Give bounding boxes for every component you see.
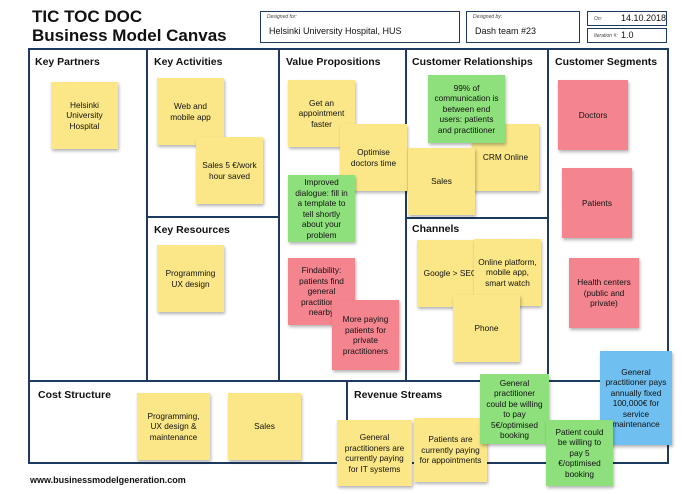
sticky-note[interactable]: More paying patients for private practit…	[332, 300, 399, 370]
divider	[406, 217, 548, 219]
iteration-value: 1.0	[621, 30, 634, 40]
sticky-note[interactable]: Sales	[228, 393, 301, 460]
section-key-activities: Key Activities	[154, 56, 223, 68]
sticky-note[interactable]: Doctors	[558, 80, 628, 150]
sticky-note[interactable]: Improved dialogue: fill in a template to…	[288, 175, 355, 242]
section-revenue-streams: Revenue Streams	[354, 389, 443, 401]
sticky-note[interactable]: Patient could be willing to pay 5 €/opti…	[546, 420, 613, 486]
divider	[278, 49, 280, 381]
iteration-box[interactable]: Iteration #: 1.0	[587, 28, 667, 43]
designed-for-box[interactable]: Designed for: Helsinki University Hospit…	[260, 11, 460, 43]
sticky-note[interactable]: Patients	[562, 168, 632, 238]
sticky-note[interactable]: Web and mobile app	[157, 78, 224, 145]
sticky-note[interactable]: Patients are currently paying for appoin…	[414, 418, 487, 482]
section-cost-structure: Cost Structure	[38, 389, 111, 401]
designed-for-value: Helsinki University Hospital, HUS	[269, 26, 402, 36]
section-customer-segments: Customer Segments	[555, 56, 658, 68]
sticky-note[interactable]: Programming UX design	[157, 245, 224, 312]
sticky-note[interactable]: General practitioners are currently payi…	[337, 420, 412, 486]
canvas-title: TIC TOC DOC	[32, 7, 143, 26]
iteration-label: Iteration #:	[594, 33, 618, 39]
section-channels: Channels	[412, 223, 460, 235]
section-key-partners: Key Partners	[35, 56, 100, 68]
date-label: On:	[594, 16, 603, 22]
designed-by-value: Dash team #23	[475, 26, 537, 36]
divider	[405, 49, 407, 381]
divider	[146, 49, 148, 381]
sticky-note[interactable]: Phone	[453, 295, 520, 362]
section-customer-relationships: Customer Relationships	[412, 56, 533, 68]
footer-url[interactable]: www.businessmodelgeneration.com	[30, 475, 186, 485]
divider	[547, 49, 549, 381]
sticky-note[interactable]: Findability: patients find general pract…	[288, 258, 355, 325]
designed-for-label: Designed for:	[267, 14, 297, 20]
section-value-propositions: Value Propositions	[286, 56, 381, 68]
sticky-note[interactable]: Sales 5 €/work hour saved	[196, 137, 263, 204]
designed-by-label: Designed by:	[473, 14, 503, 20]
canvas-subtitle: Business Model Canvas	[32, 26, 227, 45]
sticky-note[interactable]: Sales	[408, 148, 475, 215]
sticky-note[interactable]: Online platform, mobile app, smart watch	[474, 239, 541, 306]
sticky-note[interactable]: 99% of communication is between end user…	[428, 75, 505, 143]
sticky-note[interactable]: Programming, UX design & maintenance	[137, 393, 210, 460]
sticky-note[interactable]: General practitioner pays annually fixed…	[600, 351, 672, 445]
divider	[29, 380, 668, 382]
sticky-note[interactable]: Health centers (public and private)	[569, 258, 639, 328]
divider	[147, 216, 279, 218]
date-value: 14.10.2018	[621, 13, 667, 23]
designed-by-box[interactable]: Designed by: Dash team #23	[466, 11, 580, 43]
section-key-resources: Key Resources	[154, 224, 230, 236]
sticky-note[interactable]: General practitioner could be willing to…	[480, 374, 549, 444]
date-box[interactable]: On: 14.10.2018	[587, 11, 667, 26]
sticky-note[interactable]: Helsinki University Hospital	[51, 82, 118, 149]
